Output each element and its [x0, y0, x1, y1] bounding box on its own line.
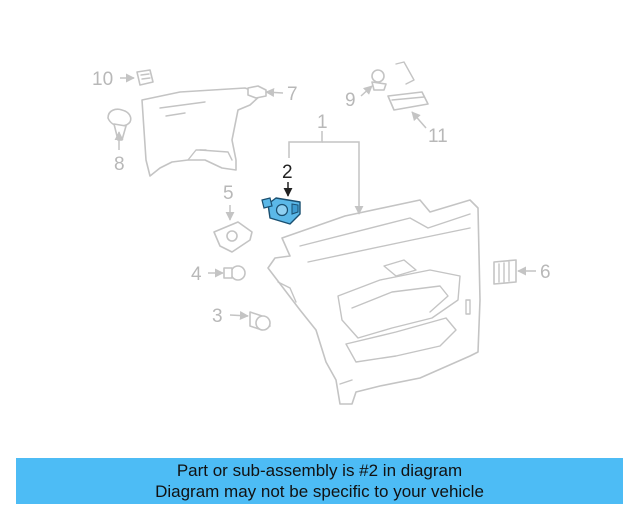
- part-4-screw: [223, 265, 246, 281]
- callout-11: 11: [428, 126, 448, 147]
- callout-7: 7: [287, 84, 298, 105]
- callout-2[interactable]: 2: [282, 162, 293, 183]
- callout-3: 3: [212, 306, 223, 327]
- part-3-screw: [249, 311, 271, 331]
- banner-line-disclaimer: Diagram may not be specific to your vehi…: [155, 482, 484, 501]
- callout-5: 5: [223, 183, 234, 204]
- lower-quarter-trim-panel: [267, 199, 481, 405]
- part-11-grip: [387, 61, 429, 111]
- part-10-clip: [136, 69, 154, 86]
- callout-10: 10: [92, 69, 113, 90]
- part-2-highlighted[interactable]: [261, 197, 301, 225]
- info-banner: Part or sub-assembly is #2 in diagram Di…: [16, 458, 623, 504]
- callout-8: 8: [114, 154, 125, 175]
- leader-lines: [114, 73, 536, 321]
- part-9-bolt: [371, 69, 387, 91]
- part-6-vent: [493, 259, 517, 285]
- part-7-clip: [247, 85, 267, 99]
- parts-diagram: 10 7 8 1 2 5 4 3 9 11 6: [92, 61, 551, 405]
- callout-6: 6: [540, 262, 551, 283]
- callout-9: 9: [345, 90, 356, 111]
- upper-quarter-trim-panel: [141, 87, 263, 177]
- callout-4: 4: [191, 264, 202, 285]
- callout-1: 1: [317, 112, 328, 133]
- part-5-bracket: [213, 221, 253, 253]
- banner-line-part: Part or sub-assembly is #2 in diagram: [176, 461, 463, 480]
